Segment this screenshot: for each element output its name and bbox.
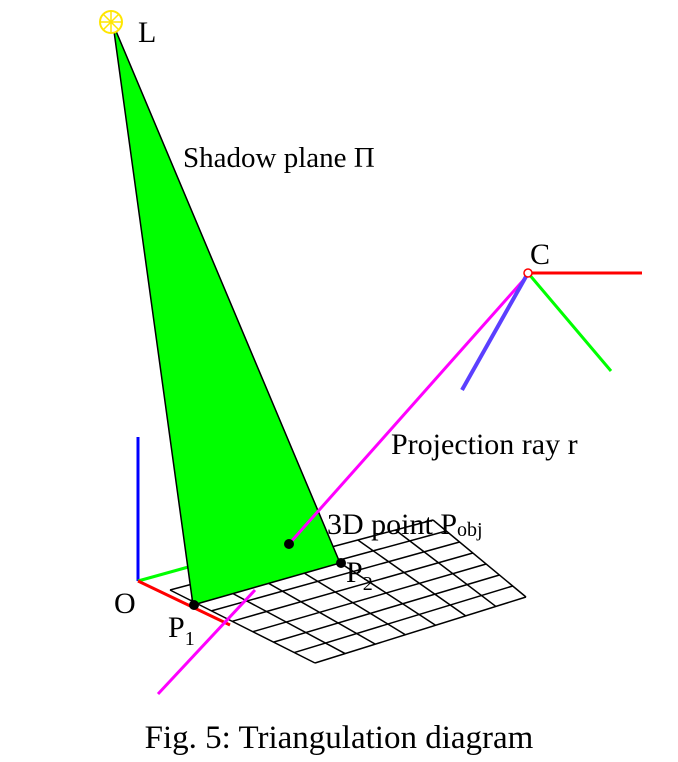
grid-line <box>357 539 467 617</box>
grid-line <box>211 541 460 612</box>
figure-caption: Fig. 5: Triangulation diagram <box>145 720 534 756</box>
camera-z-axis <box>460 272 530 391</box>
point-p1 <box>189 600 199 610</box>
camera-center <box>523 268 533 278</box>
label-shadow-plane: Shadow plane Π <box>183 142 375 174</box>
grid-line <box>252 563 487 633</box>
world-x-axis <box>137 579 231 627</box>
grid-line <box>432 519 527 598</box>
label-3d-point: 3D point Pobj <box>327 508 483 541</box>
label-camera: C <box>530 238 550 271</box>
grid-line <box>314 596 527 664</box>
point-p-obj <box>284 539 294 549</box>
label-projection-ray: Projection ray r <box>391 428 578 461</box>
light-source-icon <box>99 10 123 34</box>
label-light: L <box>138 16 156 49</box>
world-y-axis <box>137 564 193 583</box>
shadow-plane <box>112 23 342 606</box>
grid-line <box>294 585 513 654</box>
grid-line <box>273 574 500 643</box>
label-p1: P1 <box>168 611 195 650</box>
label-p2: P2 <box>346 556 373 595</box>
point-p2 <box>336 558 346 568</box>
grid-line <box>231 552 474 623</box>
label-origin: O <box>114 587 136 620</box>
projection-ray-upper <box>287 274 530 545</box>
grid-line <box>394 529 497 608</box>
camera-y-axis <box>526 272 613 372</box>
projection-ray-lower <box>156 588 257 696</box>
